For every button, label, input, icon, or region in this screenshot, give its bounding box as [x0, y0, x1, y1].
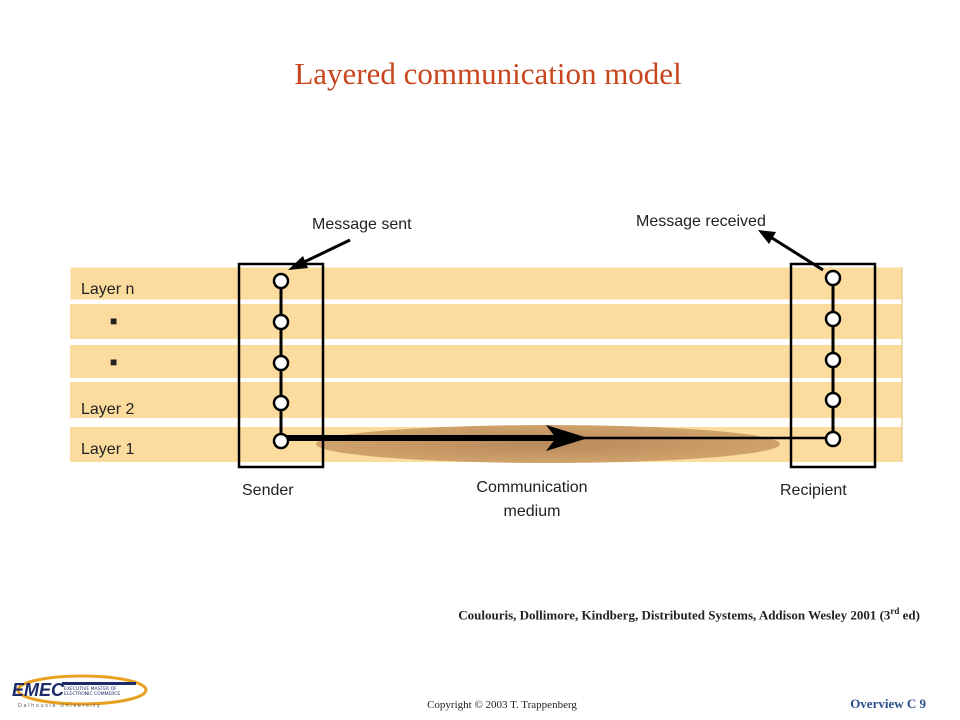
- layer-band-2: [70, 382, 902, 418]
- recipient-node: [824, 391, 842, 409]
- recipient-label: Recipient: [780, 482, 847, 499]
- communication-medium-label: Communication medium: [462, 476, 602, 524]
- sender-node: [272, 432, 290, 450]
- svg-text:EMEC: EMEC: [12, 680, 65, 700]
- recipient-node: [824, 351, 842, 369]
- recipient-node: [824, 269, 842, 287]
- message-sent-arrow: [288, 238, 351, 270]
- layer-2-label: Layer 2: [81, 401, 135, 418]
- ellipsis-marker: ■: [110, 314, 118, 328]
- recipient-layer-nodes: [824, 269, 842, 448]
- sender-node: [272, 272, 290, 290]
- recipient-node: [824, 310, 842, 328]
- recipient-box: [789, 262, 877, 469]
- layer-n-label: Layer n: [81, 281, 135, 298]
- svg-text:D a l h o u s i e · U n i: D a l h o u s i e · U n i v e r s i t y: [18, 703, 100, 709]
- sender-node: [272, 313, 290, 331]
- emec-logo: EMEC EXECUTIVE MASTER OF ELECTRONIC COMM…: [12, 674, 148, 709]
- slide-number: Overview C 9: [850, 696, 926, 711]
- layer-band-3: [70, 345, 902, 378]
- citation: Coulouris, Dollimore, Kindberg, Distribu…: [458, 606, 920, 623]
- sender-node: [272, 354, 290, 372]
- ellipsis-marker: ■: [110, 355, 118, 369]
- sender-layer-nodes: [272, 272, 290, 450]
- copyright: Copyright © 2003 T. Trappenberg: [427, 699, 577, 711]
- communication-medium-ellipse: [316, 425, 780, 463]
- sender-label: Sender: [242, 482, 294, 499]
- layer-band-n: [69, 266, 903, 301]
- citation-tail: ed): [899, 607, 920, 623]
- sender-node: [272, 394, 290, 412]
- message-path-arrow: [281, 425, 835, 451]
- medium-line-1: Communication: [476, 479, 588, 496]
- layer-band-n-1: [70, 304, 902, 339]
- recipient-node: [824, 430, 842, 448]
- message-sent-label: Message sent: [312, 216, 412, 233]
- message-received-arrow: [758, 230, 824, 272]
- svg-text:EXECUTIVE MASTER OF: EXECUTIVE MASTER OF: [64, 686, 117, 692]
- slide-title: Layered communication model: [294, 56, 682, 91]
- svg-text:ELECTRONIC COMMERCE: ELECTRONIC COMMERCE: [64, 691, 120, 697]
- citation-text: Coulouris, Dollimore, Kindberg, Distribu…: [458, 607, 891, 623]
- sender-box: [237, 262, 325, 469]
- citation-sup: rd: [890, 606, 900, 616]
- message-received-label: Message received: [636, 213, 766, 230]
- medium-line-2: medium: [503, 503, 561, 520]
- layer-1-label: Layer 1: [81, 441, 135, 458]
